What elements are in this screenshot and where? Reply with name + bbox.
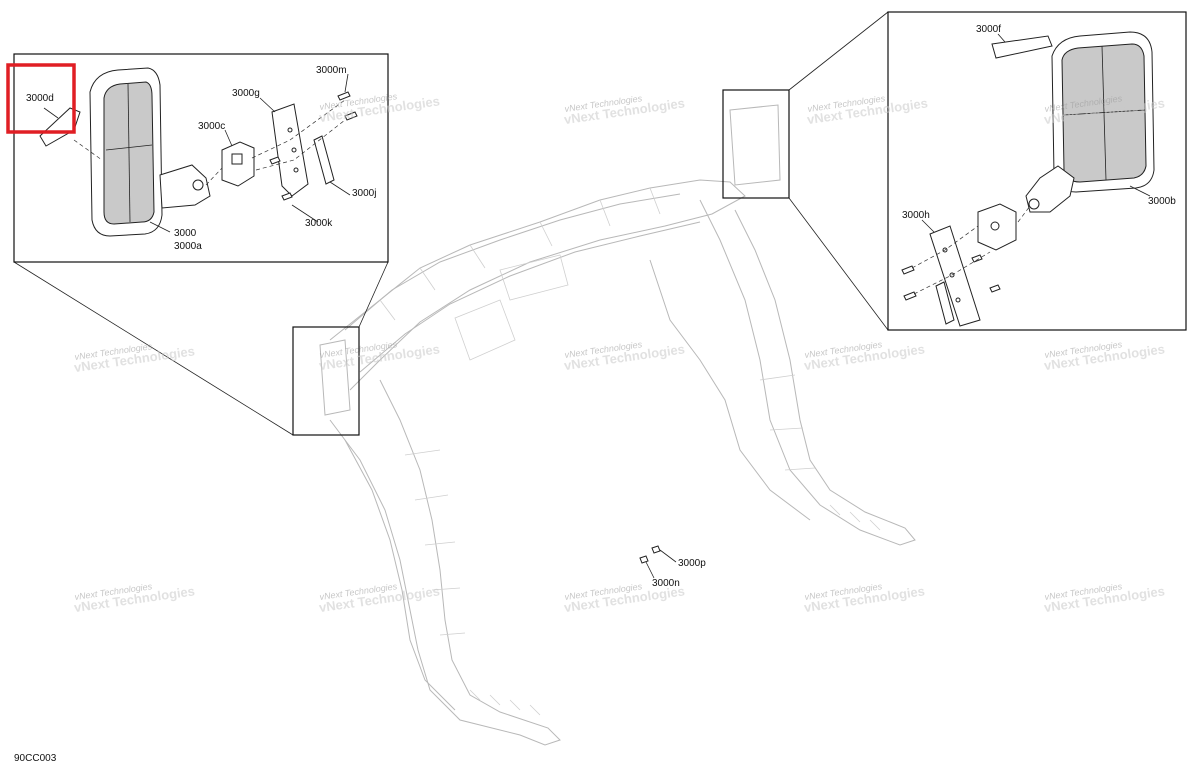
callout-3000n: 3000n (652, 578, 680, 589)
left-zoom-connector (13, 261, 294, 436)
left-mirror-zoom-box (292, 326, 360, 436)
callout-3000k: 3000k (305, 218, 333, 229)
highlight-box-3000d (6, 63, 76, 134)
left-detail-inset (13, 53, 389, 263)
right-mirror-zoom-box (722, 89, 790, 199)
right-zoom-connector (788, 11, 889, 91)
callout-3000p: 3000p (678, 558, 706, 569)
callout-3000a: 3000a (174, 241, 202, 252)
left-mirror-arm (159, 164, 211, 209)
callout-3000h: 3000h (902, 210, 930, 221)
left-zoom-connector-2 (358, 261, 389, 328)
callout-3000g: 3000g (232, 88, 260, 99)
left-cover-3000d (39, 107, 81, 147)
right-detail-inset (887, 11, 1187, 331)
callout-3000b: 3000b (1148, 196, 1176, 207)
left-plate-3000g (271, 103, 309, 197)
right-plate-3000h (929, 225, 981, 327)
right-screws (901, 254, 1001, 301)
right-zoom-connector-2 (788, 197, 889, 331)
drawing-code: 90CC003 (14, 753, 57, 764)
callout-3000f: 3000f (976, 24, 1001, 35)
callout-3000j: 3000j (352, 188, 376, 199)
left-strap-3000j (313, 135, 335, 185)
callout-3000c: 3000c (198, 121, 225, 132)
center-fasteners (639, 545, 677, 579)
roll-cage-frame (319, 104, 916, 746)
left-screws (269, 91, 358, 201)
callout-3000d: 3000d (26, 93, 54, 104)
right-cover-3000f (991, 35, 1053, 59)
callout-3000: 3000 (174, 228, 197, 239)
callout-3000m: 3000m (316, 65, 347, 76)
